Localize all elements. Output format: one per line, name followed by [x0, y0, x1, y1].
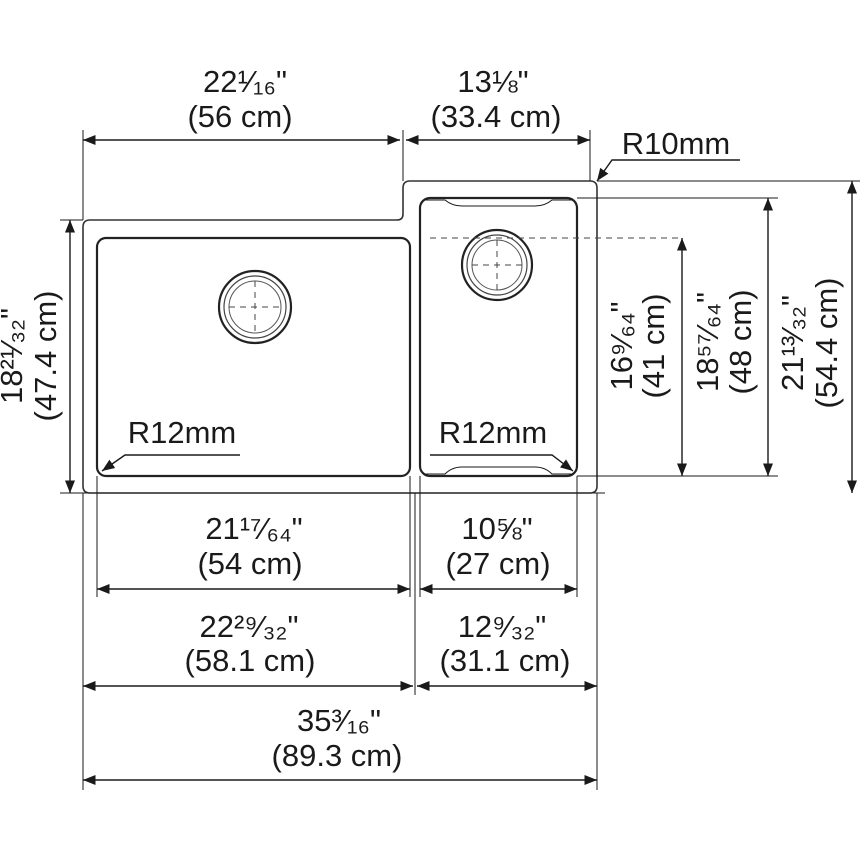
- overall-height-metric: (54.4 cm): [809, 278, 844, 409]
- large-bowl-width-inch: 21¹⁷⁄₆₄": [205, 511, 302, 546]
- large-section-width-metric: (58.1 cm): [185, 643, 316, 678]
- extension-lines: [60, 130, 860, 790]
- deck-radius-label: R10mm: [622, 126, 731, 161]
- small-bowl-drain: [460, 228, 534, 302]
- left-height-metric: (47.4 cm): [28, 291, 63, 422]
- small-bowl-width-inch: 10⅝": [461, 511, 532, 546]
- small-depth-metric: (41 cm): [636, 293, 671, 398]
- small-bowl-bottom-lip: [424, 466, 573, 475]
- small-bowl-radius-label: R12mm: [439, 415, 548, 450]
- overall-width-metric: (89.3 cm): [272, 738, 403, 773]
- top-left-width-inch: 22¹⁄₁₆": [203, 64, 287, 99]
- small-length-metric: (48 cm): [723, 289, 758, 394]
- small-section-width-metric: (31.1 cm): [440, 643, 571, 678]
- small-section-width-inch: 12⁹⁄₃₂": [458, 609, 547, 644]
- small-bowl: [418, 196, 579, 478]
- overall-width-inch: 35³⁄₁₆": [297, 703, 381, 738]
- top-right-width-inch: 13⅛": [457, 64, 528, 99]
- small-bowl-width-metric: (27 cm): [445, 546, 550, 581]
- top-right-width-metric: (33.4 cm): [431, 99, 562, 134]
- radius-leaders: [101, 159, 740, 472]
- small-depth-inch: 16⁹⁄₆₄": [604, 301, 639, 390]
- overall-height-inch: 21¹³⁄₃₂": [775, 295, 810, 391]
- large-bowl-drain: [217, 269, 293, 345]
- large-bowl: [95, 236, 412, 478]
- left-height-inch: 18²¹⁄₃₂": [0, 308, 29, 404]
- top-left-width-metric: (56 cm): [187, 99, 292, 134]
- dimension-lines: [64, 134, 858, 786]
- large-section-width-inch: 22²⁹⁄₃₂": [200, 609, 299, 644]
- small-bowl-top-lip: [424, 199, 573, 207]
- sink-outer-outline: [82, 180, 598, 494]
- large-bowl-radius-label: R12mm: [128, 415, 237, 450]
- large-bowl-width-metric: (54 cm): [197, 546, 302, 581]
- small-length-inch: 18⁵⁷⁄₆₄": [690, 292, 725, 392]
